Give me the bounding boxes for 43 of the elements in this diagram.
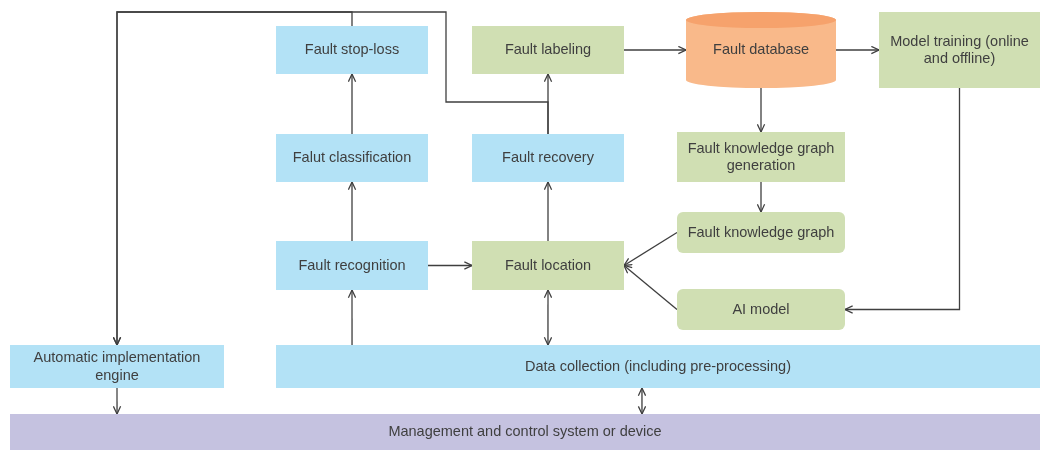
node-label: Fault stop-loss [304,41,400,59]
node-label: Fault recognition [298,256,406,275]
arrow [112,387,122,415]
node-label: Fault location [504,256,592,275]
arrow [112,11,549,346]
node-label: Model training (online and offline) [889,32,1030,68]
arrow [427,261,473,270]
process-box [276,241,428,290]
arrow [347,73,357,135]
process-box [276,26,428,74]
arrow [543,289,553,346]
process-box [10,414,1040,450]
node-label: Fault database [713,41,809,59]
arrow [756,87,766,133]
node-label: Data collection (including pre-processing) [525,357,791,376]
arrow [835,45,880,55]
node-label: Automatic implementation engine [32,349,202,384]
arrow [347,181,357,242]
node-label: Falut classification [292,149,412,167]
node-label: Fault knowledge graph [687,223,835,242]
process-box [472,134,624,182]
arrow [844,87,961,314]
process-box [472,26,624,74]
node-label: Fault knowledge graph generation [686,139,836,175]
process-box [276,134,428,182]
arrow [347,289,357,346]
process-box [677,132,845,182]
arrow [623,45,687,55]
arrow [623,231,678,267]
process-box [677,212,845,253]
node-label: AI model [732,300,790,319]
process-box [677,289,845,330]
node-label: Management and control system or device [388,423,662,441]
arrow [623,264,678,311]
arrow [756,181,766,213]
process-box [879,12,1040,88]
process-box [10,345,224,388]
node-label: Fault labeling [504,41,592,59]
arrow [543,181,553,242]
process-box [472,241,624,290]
process-box [276,345,1040,388]
node-label: Fault recovery [502,149,594,167]
arrow [637,387,647,415]
